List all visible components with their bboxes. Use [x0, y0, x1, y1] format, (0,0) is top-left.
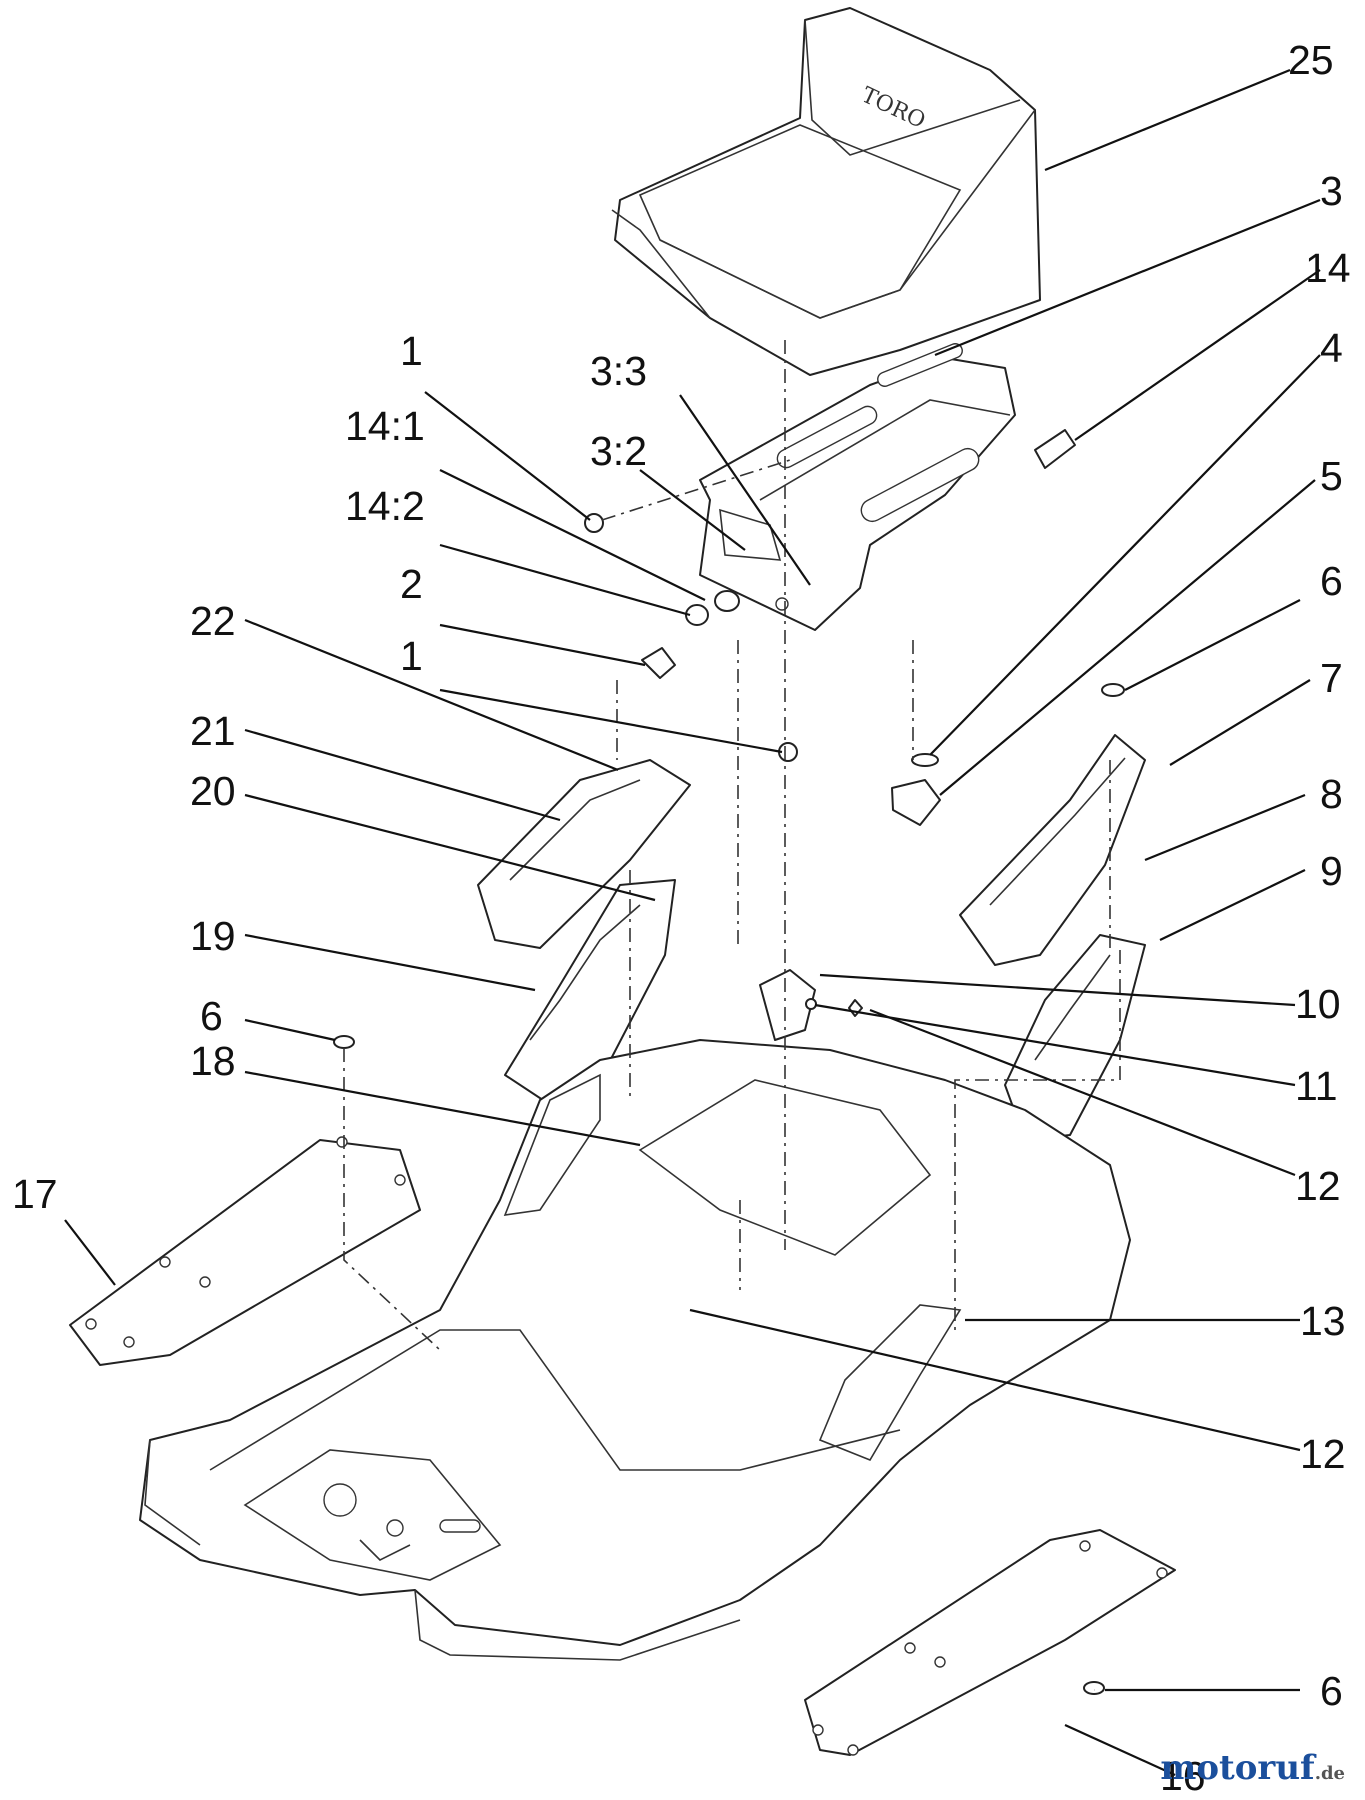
callout-8: 8 — [1320, 771, 1343, 817]
callout-1-upper: 1 — [400, 328, 423, 374]
callout-17: 17 — [12, 1171, 58, 1217]
callout-3: 3 — [1320, 168, 1343, 214]
callout-10: 10 — [1295, 981, 1341, 1027]
leader-lines — [64, 68, 1321, 1777]
hardware-parts — [333, 429, 1125, 1695]
callout-25: 25 — [1288, 37, 1334, 83]
right-plates — [959, 734, 1146, 1141]
callout-3-3: 3:3 — [590, 348, 647, 394]
callout-18: 18 — [190, 1038, 236, 1084]
watermark-logo: motoruf.de — [1160, 1748, 1345, 1788]
callout-5: 5 — [1320, 453, 1343, 499]
callout-21: 21 — [190, 708, 236, 754]
callout-4: 4 — [1320, 325, 1343, 371]
callout-3-2: 3:2 — [590, 428, 647, 474]
callout-2: 2 — [400, 561, 423, 607]
callout-9: 9 — [1320, 848, 1343, 894]
callout-12-lower: 12 — [1300, 1431, 1346, 1477]
callout-7: 7 — [1320, 655, 1343, 701]
seat-part: TORO — [611, 7, 1041, 376]
callout-19: 19 — [190, 913, 236, 959]
seat-plate-part — [699, 343, 1016, 631]
callout-20: 20 — [190, 768, 236, 814]
callout-6-left: 6 — [200, 993, 223, 1039]
callout-1-lower: 1 — [400, 633, 423, 679]
body-frame-part — [139, 1039, 1131, 1661]
callout-13: 13 — [1300, 1298, 1346, 1344]
callout-6-bottom-right: 6 — [1320, 1668, 1343, 1714]
callout-14-1: 14:1 — [345, 403, 425, 449]
callout-11: 11 — [1295, 1063, 1338, 1109]
callout-14: 14 — [1305, 245, 1351, 291]
callout-22: 22 — [190, 598, 236, 644]
watermark-tld: .de — [1314, 1763, 1345, 1784]
callout-labels: 25 3 14 4 5 6 7 8 9 10 11 12 13 12 6 16 … — [12, 37, 1351, 1799]
callout-14-2: 14:2 — [345, 483, 425, 529]
callout-16: 16 — [1160, 1753, 1206, 1799]
left-floor-plate — [69, 1136, 421, 1366]
assembly-lines — [343, 340, 1121, 1351]
callout-12-upper: 12 — [1295, 1163, 1341, 1209]
watermark-brand: motoruf — [1160, 1748, 1315, 1788]
right-floor-plate — [804, 1529, 1176, 1756]
callout-6-top-right: 6 — [1320, 558, 1343, 604]
